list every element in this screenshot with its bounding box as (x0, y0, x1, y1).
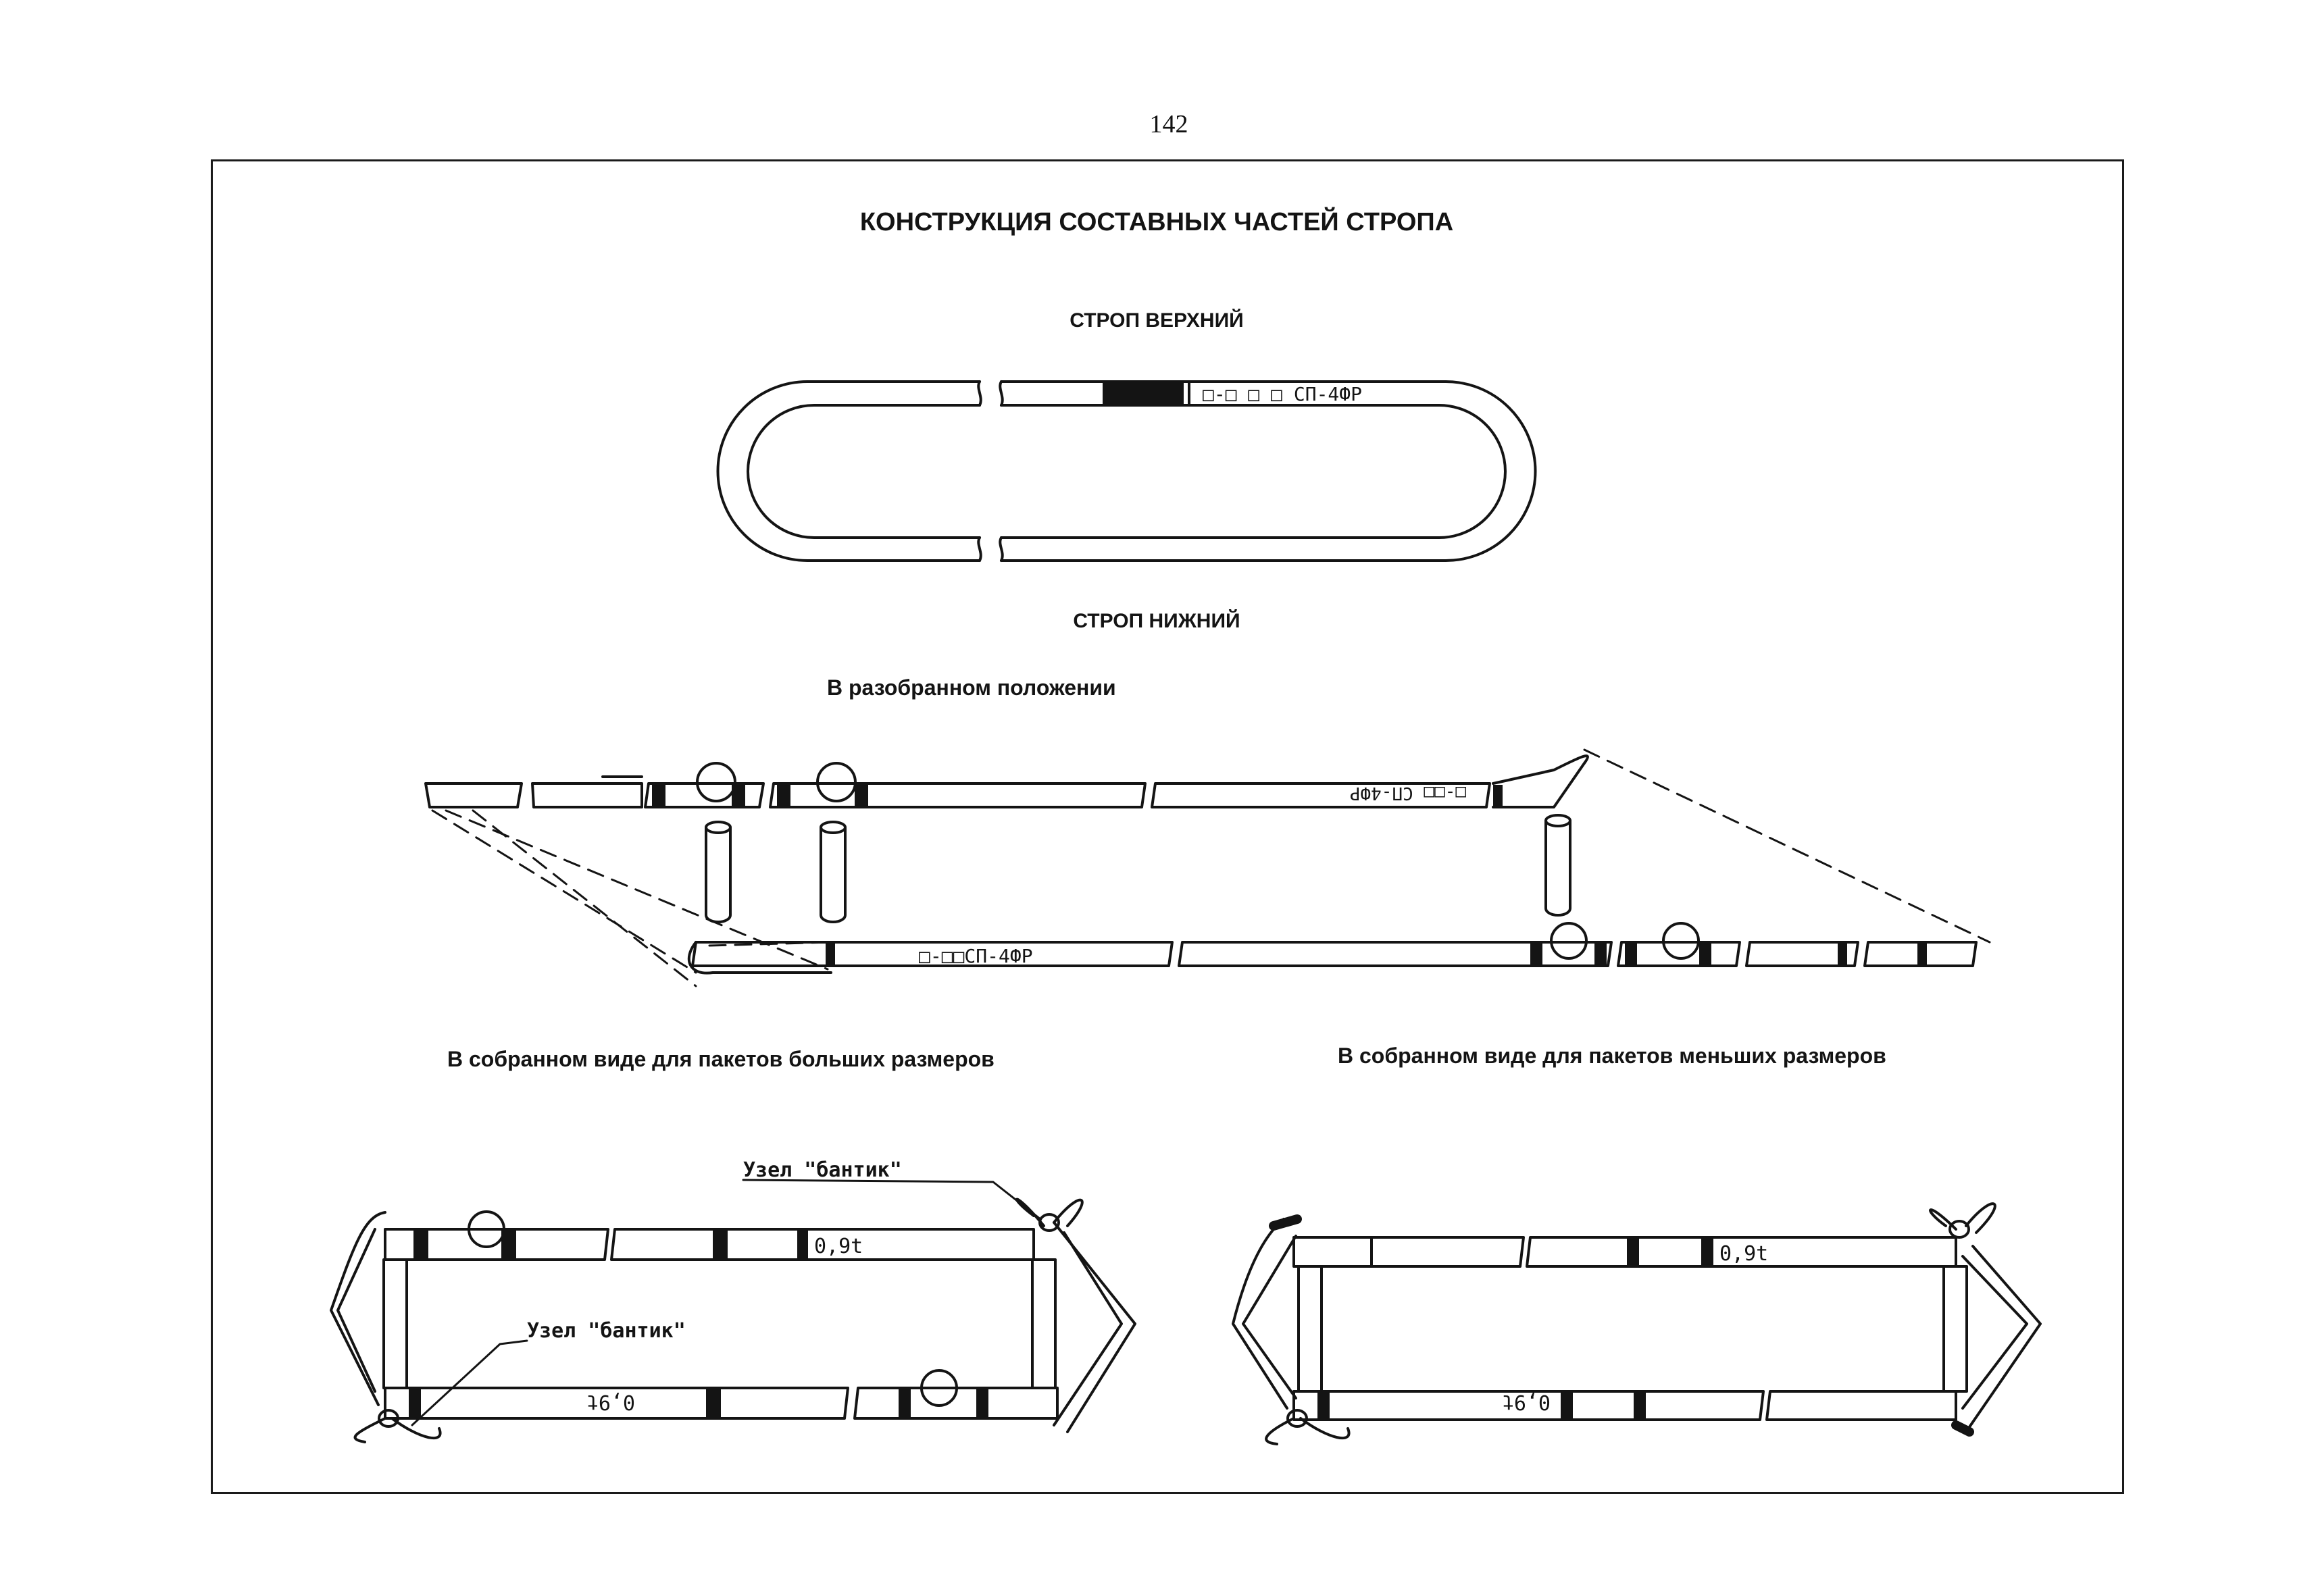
upper-sling-title: СТРОП ВЕРХНИЙ (1070, 309, 1244, 332)
figure-frame (211, 159, 2124, 1494)
lower-sling-marking-top: □-□□ СП-4ФР (1350, 783, 1466, 803)
page-number: 142 (1149, 110, 1188, 138)
lower-sling-disassembled: □-□□ СП-4ФР □-□□СП-4ФР (424, 748, 1991, 987)
small-load-top: 0,9t (1719, 1242, 1768, 1266)
lower-sling-title: СТРОП НИЖНИЙ (1073, 610, 1240, 632)
small-load-bottom: 0,9t (1502, 1390, 1551, 1414)
small-package-caption: В собранном виде для пакетов меньших раз… (1338, 1044, 1886, 1068)
upper-sling-marking: □-□ □ □ СП-4ФР (1203, 383, 1362, 405)
large-package-caption: В собранном виде для пакетов больших раз… (447, 1047, 995, 1071)
upper-mark-band (1103, 383, 1184, 404)
large-load-bottom: 0,9t (586, 1390, 635, 1414)
assembled-large: 0,9t 0,9t Узел "бантик" Узел "бантик" (330, 1158, 1136, 1443)
disassembled-caption: В разобранном положении (827, 675, 1116, 700)
knot-label-left: Узел "бантик" (527, 1319, 686, 1343)
assembled-small: 0,9t 0,9t (1232, 1202, 2042, 1445)
upper-sling: □-□ □ □ СП-4ФР (716, 380, 1537, 562)
lower-sling-marking-bottom: □-□□СП-4ФР (919, 945, 1033, 967)
large-load-top: 0,9t (814, 1235, 863, 1258)
knot-label-top: Узел "бантик" (743, 1158, 902, 1182)
figure-title: КОНСТРУКЦИЯ СОСТАВНЫХ ЧАСТЕЙ СТРОПА (859, 208, 1454, 236)
